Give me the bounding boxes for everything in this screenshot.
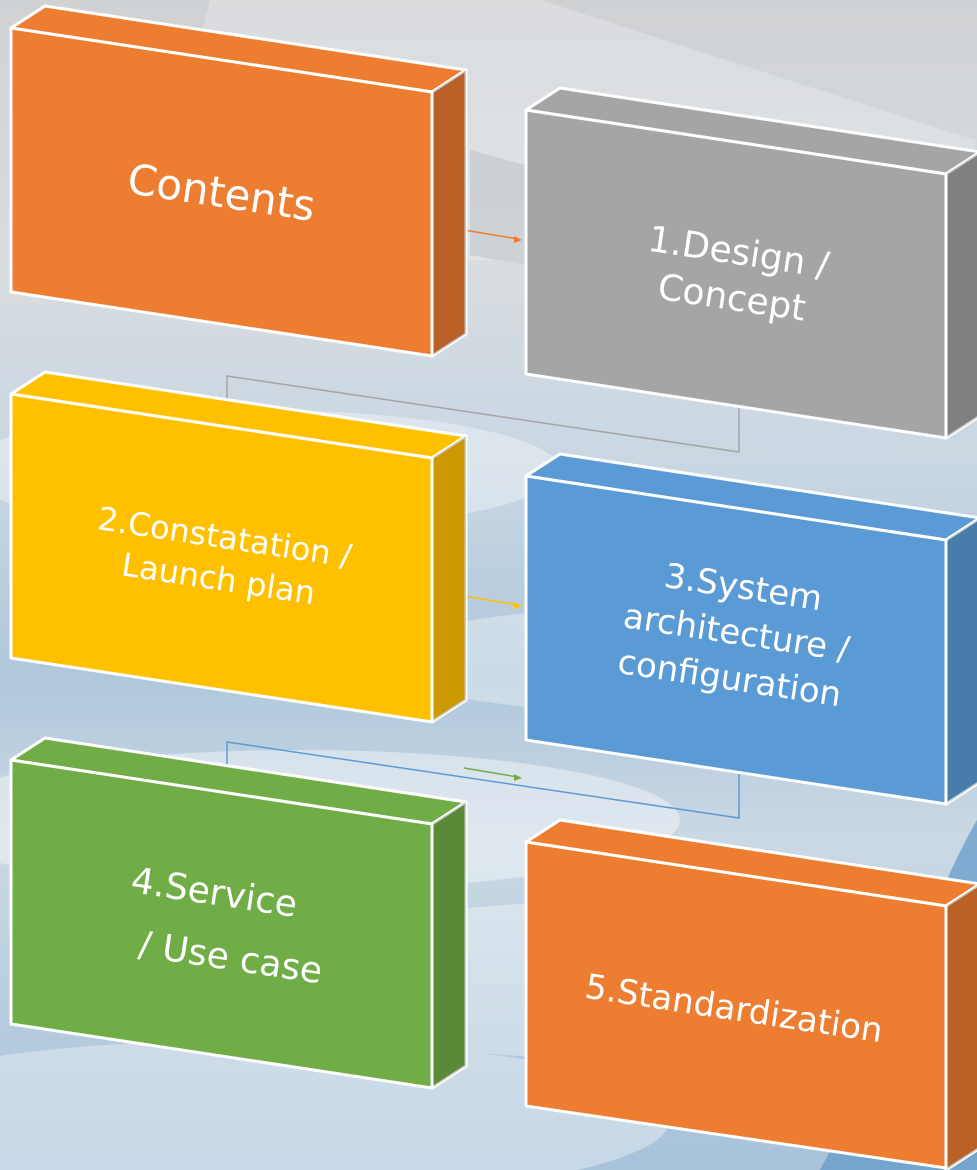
box-contents: Contents	[9, 4, 468, 358]
box-contents-front	[9, 26, 434, 358]
box-standard-front	[524, 840, 948, 1170]
box-standard: 5.Standardization	[524, 818, 977, 1170]
connector-launch-to-system	[463, 595, 522, 609]
box-system: 3.System architecture / configuration	[524, 452, 977, 806]
box-system-front	[524, 474, 948, 806]
box-launch-front	[9, 392, 434, 724]
box-service: 4.Service / Use case	[9, 736, 468, 1090]
connector-service-to-standard	[463, 767, 522, 781]
box-design-front	[524, 108, 948, 440]
connector-contents-to-design	[463, 229, 522, 243]
box-launch: 2.Constatation / Launch plan	[9, 370, 468, 724]
box-service-front	[9, 758, 434, 1090]
box-design: 1.Design / Concept	[524, 86, 977, 440]
